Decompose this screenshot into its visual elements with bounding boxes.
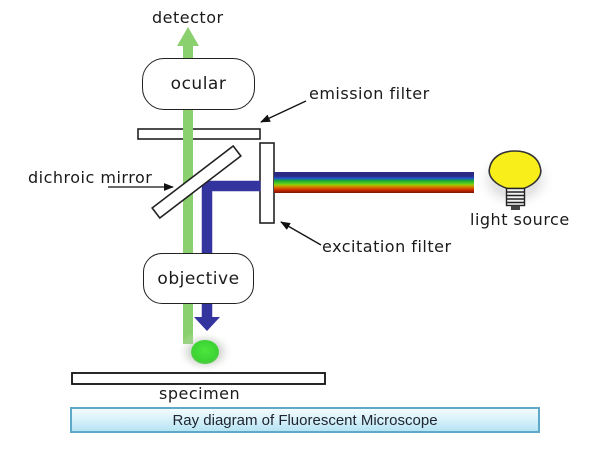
specimen-dot	[191, 340, 219, 364]
dichroic-mirror-label: dichroic mirror	[28, 168, 153, 187]
emission-filter-pointer-arrow	[260, 100, 307, 123]
excitation-filter-plate	[259, 142, 275, 224]
detector-label: detector	[152, 8, 224, 27]
bulb-screw-threads	[506, 191, 525, 204]
bulb-glass	[488, 150, 542, 190]
emission-filter-plate	[137, 128, 261, 140]
white-light-rainbow-beam	[274, 172, 474, 193]
bulb-contact-tip	[511, 205, 520, 210]
excitation-filter-label: excitation filter	[322, 237, 452, 256]
excitation-beam-arrowhead	[194, 317, 220, 331]
dichroic-mirror-plate	[151, 144, 242, 220]
light-source-label: light source	[470, 210, 570, 229]
ocular-label: ocular	[170, 74, 227, 94]
specimen-spot	[176, 331, 234, 373]
ocular-box: ocular	[142, 58, 255, 110]
excitation-filter-pointer-arrow	[280, 221, 322, 246]
caption-text: Ray diagram of Fluorescent Microscope	[172, 411, 438, 429]
light-bulb-icon	[474, 149, 556, 211]
emission-filter-label: emission filter	[309, 84, 430, 103]
objective-label: objective	[157, 268, 240, 289]
specimen-slide	[71, 372, 326, 385]
caption-box: Ray diagram of Fluorescent Microscope	[70, 407, 540, 433]
objective-box: objective	[143, 253, 254, 304]
emission-beam-arrowhead	[177, 27, 199, 46]
specimen-label: specimen	[159, 384, 241, 403]
